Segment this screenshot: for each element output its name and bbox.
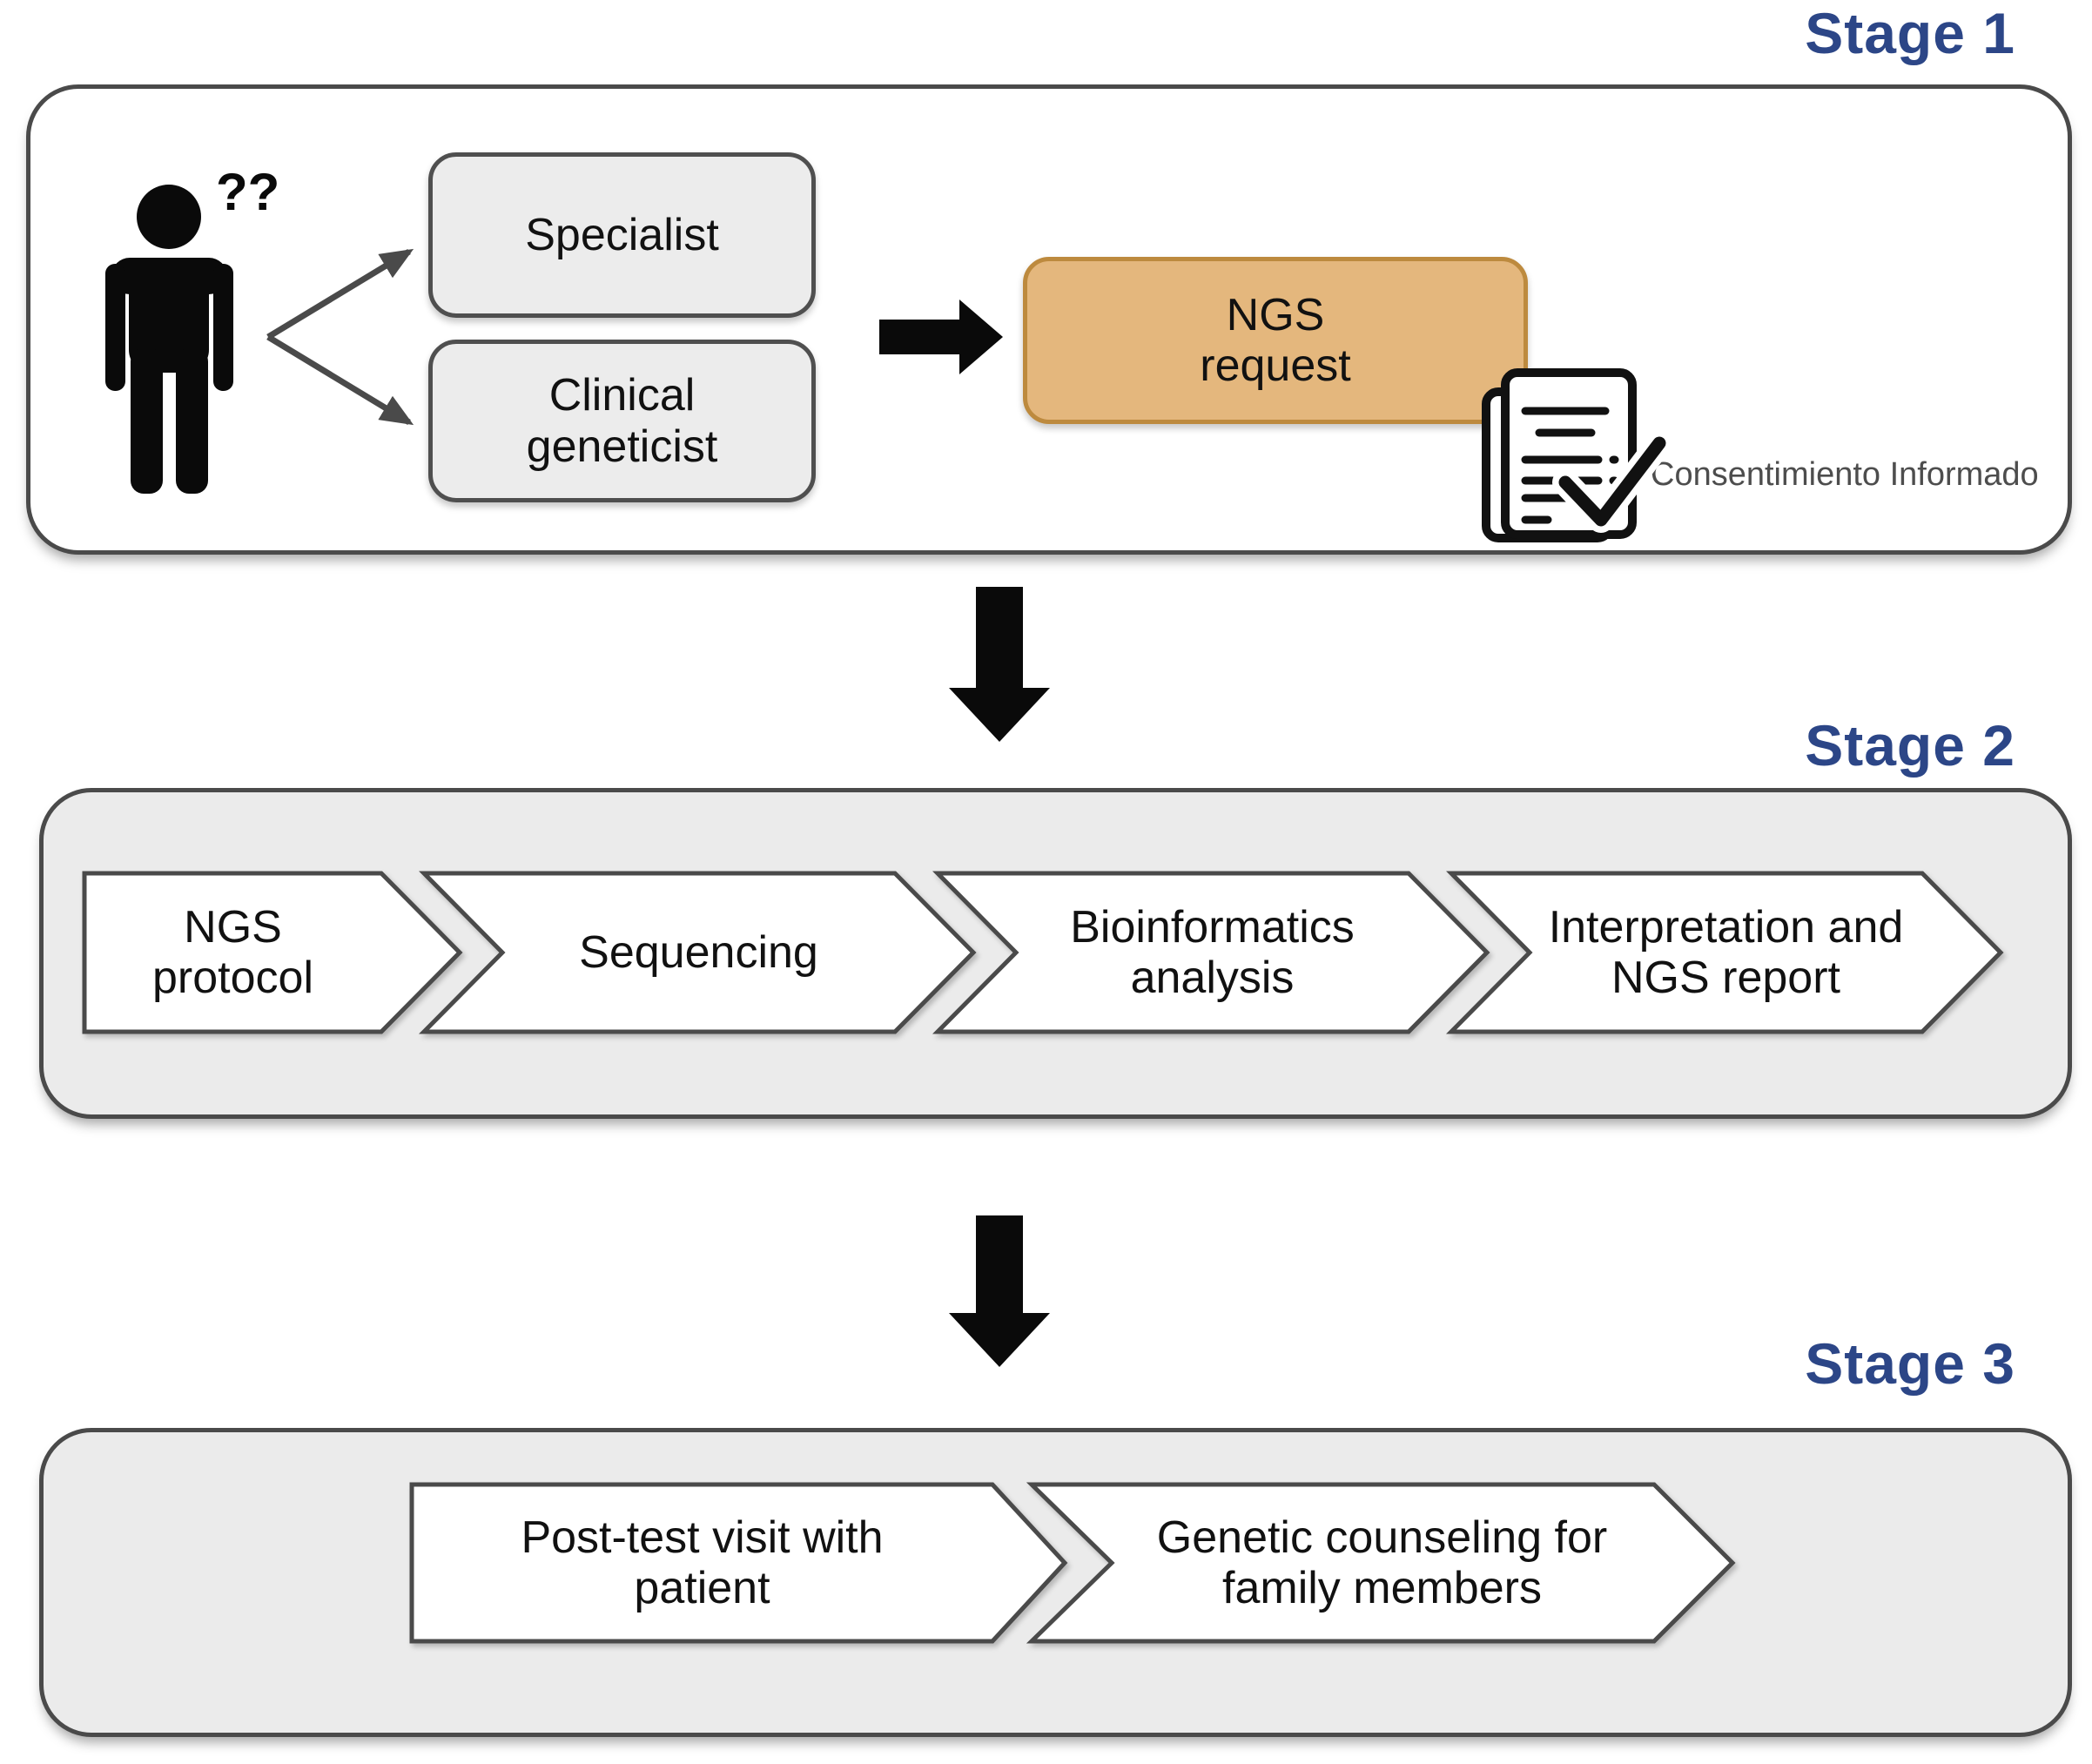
step-label-post-test-visit: Post-test visit with patient [521, 1512, 884, 1613]
clinical-geneticist-label: Clinical geneticist [526, 370, 718, 472]
step-label-bioinformatics: Bioinformatics analysis [1070, 901, 1355, 1003]
step-label-genetic-counseling: Genetic counseling for family members [1156, 1512, 1608, 1613]
ngs-request-label: NGS request [1200, 289, 1351, 391]
clinical-geneticist-box: Clinical geneticist [428, 340, 816, 502]
question-marks: ?? [216, 163, 280, 221]
step-label-sequencing: Sequencing [579, 926, 818, 978]
stage2-label: Stage 2 [1805, 713, 2015, 778]
specialist-box: Specialist [428, 152, 816, 318]
specialist-label: Specialist [525, 209, 719, 260]
down-arrow-icon-2 [949, 1215, 1050, 1367]
consent-label: Consentimiento Informado [1651, 456, 2039, 493]
stage1-label: Stage 1 [1805, 1, 2015, 65]
stage3-label: Stage 3 [1805, 1331, 2015, 1396]
down-arrow-icon-1 [949, 587, 1050, 742]
step-label-ngs-protocol: NGS protocol [152, 901, 313, 1003]
ngs-request-box: NGS request [1023, 257, 1528, 424]
step-label-interpretation: Interpretation and NGS report [1548, 901, 1904, 1003]
